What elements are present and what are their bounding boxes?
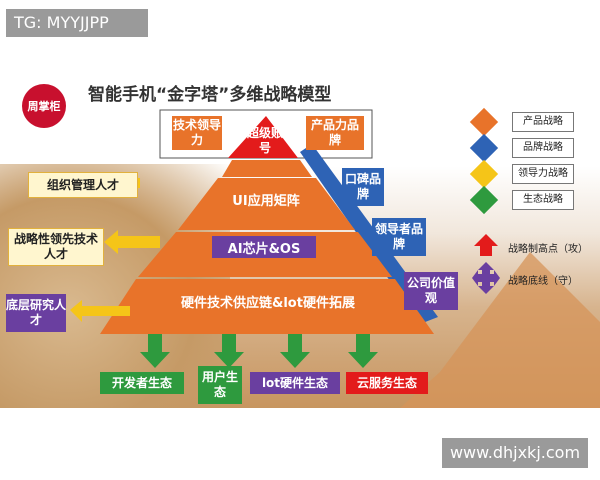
bg-pyramid: [400, 252, 600, 408]
arrow-down-1: [140, 334, 170, 368]
diagram-title: 智能手机“金字塔”多维战略模型: [88, 85, 332, 105]
four-way-arrow-icon: [472, 262, 500, 294]
research-talent: 底层研究人才: [6, 294, 66, 332]
watermark-top: TG: MYYJJPP: [6, 9, 148, 37]
arrow-down-2: [214, 334, 244, 368]
arrow-left-3: [70, 300, 130, 322]
brand-side-band: [300, 144, 438, 324]
legend-product-label: 产品战略: [512, 112, 574, 132]
brand-badge: 周掌柜: [22, 84, 66, 128]
arrow-left-2: [104, 230, 160, 254]
arrow-down-3: [280, 334, 310, 368]
diagram-panel: 周掌柜 智能手机“金字塔”多维战略模型 技术领导力 产品力品牌 超级账号 UI应…: [0, 72, 600, 408]
tier-top-base: [222, 160, 312, 177]
developer-ecosystem: 开发者生态: [100, 372, 184, 394]
ai-tier-label: AI芯片&OS: [212, 236, 316, 258]
leader-brand: 领导者品牌: [372, 218, 426, 256]
org-management-talent: 组织管理人才: [28, 172, 138, 198]
up-arrow-icon: [474, 234, 498, 256]
legend-defense-label: 战略底线（守）: [508, 276, 578, 287]
super-account-label: 超级账号: [246, 126, 283, 155]
company-values: 公司价值观: [404, 272, 458, 310]
legend-attack-label: 战略制高点（攻）: [508, 244, 588, 255]
cloud-ecosystem: 云服务生态: [346, 372, 428, 394]
watermark-bottom: www.dhjxkj.com: [442, 438, 588, 468]
apex-triangle: [228, 116, 298, 158]
hardware-tier-label: 硬件技术供应链&lot硬件拓展: [181, 295, 355, 311]
legend-brand-label: 品牌战略: [512, 138, 574, 158]
pyramid-graphic: [64, 109, 600, 408]
user-ecosystem: 用户生态: [198, 366, 242, 404]
tech-leadership-box: 技术领导力: [172, 116, 222, 150]
iot-ecosystem: lot硬件生态: [250, 372, 340, 394]
tier-hardware: [100, 279, 434, 334]
ui-tier-label: UI应用矩阵: [232, 193, 300, 209]
legend-ecosystem-label: 生态战略: [512, 190, 574, 210]
arrow-down-4: [348, 334, 378, 368]
strategic-tech-talent: 战略性领先技术人才: [8, 228, 104, 266]
product-brand-box: 产品力品牌: [306, 116, 364, 150]
word-of-mouth-brand: 口碑品牌: [342, 168, 384, 206]
tier-ui: [178, 178, 355, 230]
legend-leadership-label: 领导力战略: [512, 164, 574, 184]
